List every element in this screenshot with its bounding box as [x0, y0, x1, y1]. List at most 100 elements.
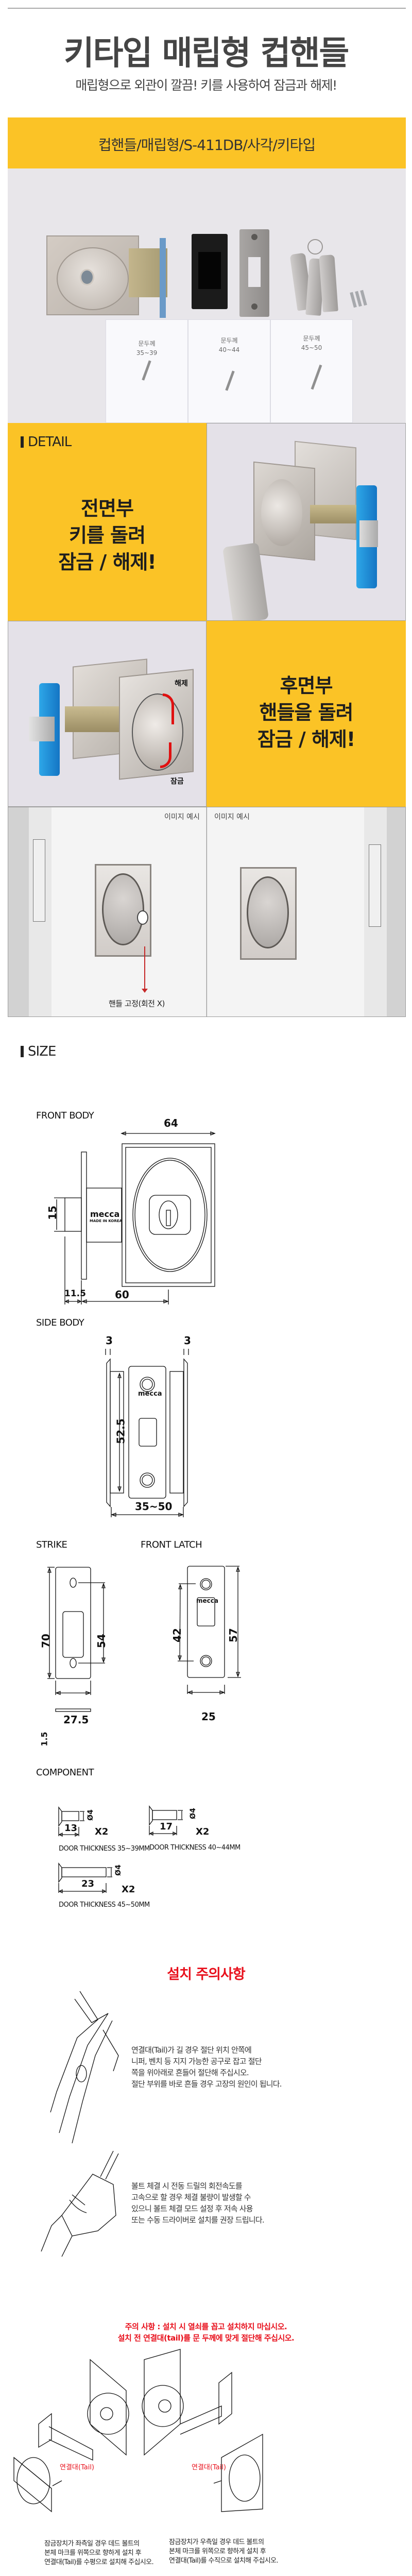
side-body-drawing: [105, 1349, 189, 1517]
drill-speed-note: 볼트 체결 시 전동 드릴의 회전속도를 고속으로 할 경우 체결 불량이 발생…: [131, 2180, 265, 2226]
side-body-label: SIDE BODY: [36, 1317, 84, 1328]
note-line: 있으니 볼트 체결 모드 설정 후 저속 사용: [131, 2204, 253, 2213]
dim-latch-height: 57: [227, 1628, 239, 1642]
note-line: 잠금장치가 우측일 경우 데드 볼트의: [169, 2538, 264, 2546]
screw-door-note: DOOR THICKNESS 35~39MM: [59, 1845, 150, 1853]
front-body-label: FRONT BODY: [36, 1110, 94, 1121]
key-ring: [307, 239, 323, 255]
detail-back-copy: 후면부 핸들을 돌려 잠금 / 해제!: [207, 621, 406, 807]
dim-strike-thickness: 1.5: [39, 1732, 49, 1747]
screw-bag: 문두께 40~44: [188, 319, 270, 423]
note-line: 잠금장치가 좌측일 경우 데드 볼트의: [44, 2540, 140, 2548]
screw-diameter: Ø4: [86, 1809, 95, 1821]
dim-side-height: 52.5: [114, 1418, 127, 1444]
dim-front-height: 15: [46, 1206, 59, 1220]
left-latch-plate: [33, 839, 45, 922]
tail-label-right: 연결대(Tail): [192, 2464, 227, 2471]
detail-front-copy: DETAIL 전면부 키를 돌려 잠금 / 해제!: [8, 423, 207, 621]
screw-length: 23: [81, 1878, 95, 1889]
left-install-note: 잠금장치가 좌측일 경우 데드 볼트의 본체 마크를 위쪽으로 향하게 설치 후…: [44, 2539, 154, 2567]
dim-rose-left: 3: [106, 1334, 113, 1347]
front-detail-photo: [207, 423, 406, 621]
note-line: 연결대(Tail)를 수직으로 설치해 주십시오.: [169, 2557, 279, 2565]
screw-qty: X2: [196, 1826, 210, 1837]
dim-rose-right: 3: [184, 1334, 191, 1347]
screw-hole-icon: [251, 234, 258, 240]
screw-bag: 문두께 35~39: [106, 319, 188, 423]
strike-label: STRIKE: [36, 1539, 67, 1550]
pin-icon: [225, 370, 235, 391]
detail-section: DETAIL 전면부 키를 돌려 잠금 / 해제! 해제 잠금 후면부 핸들을 …: [8, 423, 406, 807]
drill-illustration: [41, 2150, 119, 2257]
image-example-label: 이미지 예시: [214, 813, 250, 821]
installed-example: 이미지 예시 이미지 예시 핸들 고정(회전 X): [8, 807, 406, 1017]
dim-strike-pitch: 54: [95, 1634, 108, 1648]
front-copy-line: 잠금 / 해제!: [58, 551, 157, 573]
note-line: 고속으로 할 경우 체결 불량이 발생할 수: [131, 2193, 251, 2202]
strike-plate-opening: [248, 257, 261, 287]
note-line: 니퍼, 벤치 등 지지 가능한 공구로 잡고 절단: [131, 2057, 262, 2066]
red-caution-notes: 주의 사항 : 설치 시 열쇠를 꼽고 설치하지 마십시오. 설치 전 연결대(…: [0, 2321, 412, 2344]
screw-hole-icon: [251, 303, 258, 310]
fixed-pointer-line: [144, 946, 145, 990]
note-line: 본체 마크를 위쪽으로 향하게 설치 후: [169, 2548, 266, 2555]
screw-diameter: Ø4: [188, 1808, 197, 1819]
bolt-shaft: [65, 706, 122, 732]
image-example-label: 이미지 예시: [164, 813, 200, 821]
heading-bar-icon: [21, 1046, 24, 1057]
bag-label: 문두께: [303, 335, 320, 342]
unlock-label: 해제: [175, 680, 188, 688]
bag-range: 35~39: [136, 349, 158, 357]
pliers-illustration: [50, 1991, 119, 2144]
arrow-down-icon: [142, 989, 148, 993]
page-subtitle: 매립형으로 외관이 깔끔! 키를 사용하여 잠금과 해제!: [75, 78, 337, 93]
dim-latch-pitch: 42: [170, 1628, 183, 1642]
note-line: 연결대(Tail)를 수평으로 설치해 주십시오.: [44, 2558, 154, 2566]
back-copy-line: 후면부: [280, 674, 333, 697]
installation-orientation-drawing: [13, 2349, 263, 2513]
dim-backset: 60: [115, 1289, 129, 1301]
detail-heading-text: DETAIL: [28, 434, 72, 450]
strike-box-inner: [198, 252, 221, 289]
dim-latch-width: 25: [201, 1710, 216, 1723]
screw-length: 17: [160, 1821, 173, 1832]
bag-label: 문두께: [138, 340, 156, 347]
bag-range: 45~50: [301, 344, 322, 351]
dim-door-range: 35~50: [135, 1500, 173, 1513]
screw-length: 13: [64, 1823, 78, 1834]
unlock-arrow-icon: [163, 693, 174, 724]
size-heading-text: SIZE: [28, 1044, 56, 1059]
latch-faceplate: [160, 238, 166, 318]
brand-subtext: MADE IN KOREA: [90, 1219, 122, 1223]
front-copy: 전면부 키를 돌려 잠금 / 해제!: [8, 495, 207, 575]
red-note-line: 주의 사항 : 설치 시 열쇠를 꼽고 설치하지 마십시오.: [125, 2322, 287, 2331]
screw-door-note: DOOR THICKNESS 40~44MM: [149, 1844, 241, 1852]
thumbturn-cup: [132, 693, 183, 771]
back-detail-photo: 해제 잠금: [8, 621, 207, 807]
latch-bolt: [359, 520, 378, 547]
brand-mark: mecca: [90, 1209, 120, 1219]
key-side-cup: [102, 873, 144, 945]
screw-door-note: DOOR THICKNESS 45~50MM: [59, 1901, 150, 1909]
latch-bolt: [29, 717, 55, 741]
page-title: 키타입 매립형 컵핸들: [63, 35, 349, 73]
back-copy: 후면부 핸들을 돌려 잠금 / 해제!: [207, 672, 406, 753]
keyhole-icon: [137, 910, 148, 925]
right-latch-plate: [369, 844, 381, 927]
product-name: 컵핸들/매립형/S-411DB/사각/키타입: [98, 137, 316, 154]
back-copy-line: 잠금 / 해제!: [257, 728, 356, 751]
note-line: 볼트 체결 시 전동 드릴의 회전속도를: [131, 2181, 243, 2191]
keyhole-icon: [80, 269, 94, 285]
caution-title: 설치 주의사항: [167, 1967, 245, 1982]
right-install-note: 잠금장치가 우측일 경우 데드 볼트의 본체 마크를 위쪽으로 향하게 설치 후…: [169, 2538, 279, 2566]
screw-qty: X2: [95, 1826, 109, 1837]
dim-front-offset: 11.5: [64, 1289, 86, 1299]
screw-bags-photo: 문두께 35~39 문두께 40~44 문두께 45~50: [8, 319, 406, 423]
product-name-banner: 컵핸들/매립형/S-411DB/사각/키타입: [8, 117, 406, 168]
front-body-drawing: [54, 1131, 216, 1304]
dim-front-width: 64: [164, 1117, 178, 1129]
note-line: 본체 마크를 위쪽으로 향하게 설치 후: [44, 2549, 142, 2557]
fixed-handle-note: 핸들 고정(회전 X): [109, 999, 165, 1008]
top-divider: [8, 8, 406, 9]
back-copy-line: 핸들을 돌려: [259, 701, 353, 724]
